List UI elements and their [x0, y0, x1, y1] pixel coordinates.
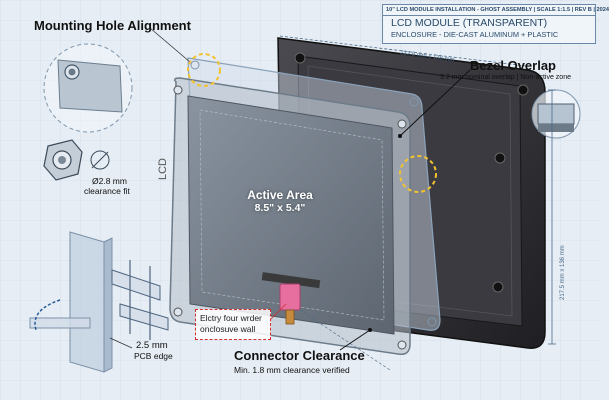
hole-closeup	[43, 139, 110, 181]
active-area-label: Active Area 8.5" x 5.4"	[230, 188, 330, 214]
callout-pcb-size: 2.5 mm	[136, 340, 168, 351]
active-area-size: 8.5" x 5.4"	[254, 202, 306, 214]
title-block-header: 10" LCD MODULE INSTALLATION - GHOST ASSE…	[383, 5, 609, 16]
bezel-detail	[531, 89, 581, 139]
callout-connector-note: Min. 1.8 mm clearance verified	[234, 365, 350, 375]
callout-bezel-note: 3.2 mm nominal overlap | Non-active zone	[440, 74, 571, 81]
dimension-lines	[279, 35, 556, 371]
highlight-bezel	[399, 155, 437, 193]
callout-mounting-hole: Mounting Hole Alignment	[34, 18, 191, 33]
wall-note: Elctry four wrder onclosuve wall	[195, 309, 271, 340]
pcb-wall-detail	[29, 231, 169, 373]
callout-hole-fit: clearance fit	[84, 186, 130, 196]
title-block-title: LCD MODULE (TRANSPARENT)	[391, 17, 548, 29]
callout-pcb-label: PCB edge	[134, 351, 173, 361]
callout-hole-diameter: Ø2.8 mm	[92, 176, 127, 186]
callout-connector: Connector Clearance	[234, 348, 365, 363]
wall-note-line-1: Elctry four wrder	[200, 313, 262, 323]
highlight-mounting	[187, 53, 221, 87]
leader-lines	[269, 69, 471, 351]
connector	[279, 283, 301, 325]
active-area-title: Active Area	[247, 188, 313, 202]
dimension-side: 217.5 mm x 136 mm	[560, 245, 566, 300]
module-mark: LCD	[157, 158, 169, 180]
title-block: 10" LCD MODULE INSTALLATION - GHOST ASSE…	[382, 4, 609, 44]
callout-bezel: Bezel Overlap	[470, 58, 556, 73]
lcd-module	[169, 77, 411, 356]
wall-note-line-2: onclosuve wall	[200, 324, 256, 334]
mounting-hole-detail	[43, 27, 191, 133]
title-block-subtitle: ENCLOSURE - DIE-CAST ALUMINUM + PLASTIC	[391, 30, 559, 39]
